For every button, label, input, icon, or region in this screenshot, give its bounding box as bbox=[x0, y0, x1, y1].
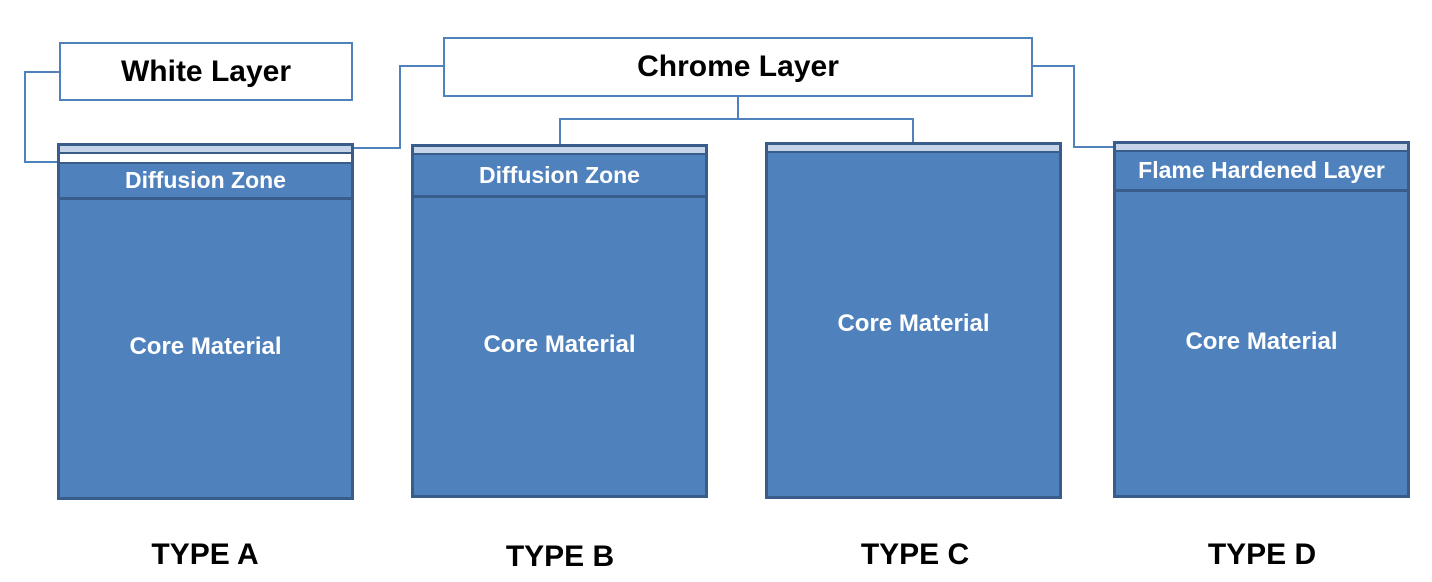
type-d-flame-hardened-layer: Flame Hardened Layer bbox=[1116, 152, 1407, 192]
chrome-connector-type-c bbox=[738, 118, 914, 143]
type-c-core-label: Core Material bbox=[837, 309, 990, 337]
type-d-band-label: Flame Hardened Layer bbox=[1138, 157, 1385, 183]
type-d-label: TYPE D bbox=[1207, 538, 1317, 571]
type-a-chrome-strip bbox=[60, 146, 351, 154]
white-layer-callout: White Layer bbox=[59, 42, 353, 101]
type-d-core-label: Core Material bbox=[1185, 328, 1338, 355]
type-c-block: Core Material bbox=[765, 142, 1062, 499]
type-b-block: Diffusion Zone Core Material bbox=[411, 144, 708, 498]
type-c-chrome-strip bbox=[768, 145, 1059, 153]
type-a-block: Diffusion Zone Core Material bbox=[57, 143, 354, 500]
chrome-connector-type-d bbox=[1032, 65, 1116, 148]
type-b-core: Core Material bbox=[414, 195, 705, 495]
type-a-core-label: Core Material bbox=[129, 333, 282, 360]
type-d-core: Core Material bbox=[1116, 189, 1407, 495]
type-a-core: Core Material bbox=[60, 197, 351, 497]
type-a-white-strip bbox=[60, 154, 351, 164]
chrome-connector-type-a bbox=[353, 65, 444, 149]
type-d-block: Flame Hardened Layer Core Material bbox=[1113, 141, 1410, 498]
chrome-layer-callout: Chrome Layer bbox=[443, 37, 1033, 97]
chrome-layer-label: Chrome Layer bbox=[637, 50, 839, 83]
white-layer-connector bbox=[24, 71, 59, 163]
type-d-chrome-strip bbox=[1116, 144, 1407, 152]
type-b-label: TYPE B bbox=[505, 540, 615, 573]
type-b-core-label: Core Material bbox=[483, 331, 636, 358]
type-b-band-label: Diffusion Zone bbox=[479, 161, 640, 188]
type-b-chrome-strip bbox=[414, 147, 705, 155]
type-c-core: Core Material bbox=[768, 153, 1059, 506]
type-b-diffusion-zone: Diffusion Zone bbox=[414, 155, 705, 198]
type-a-label: TYPE A bbox=[151, 538, 259, 571]
chrome-connector-type-b-c bbox=[559, 96, 739, 145]
type-a-band-label: Diffusion Zone bbox=[125, 167, 286, 193]
type-a-diffusion-zone: Diffusion Zone bbox=[60, 164, 351, 200]
type-c-label: TYPE C bbox=[860, 538, 970, 571]
white-layer-label: White Layer bbox=[120, 54, 292, 88]
